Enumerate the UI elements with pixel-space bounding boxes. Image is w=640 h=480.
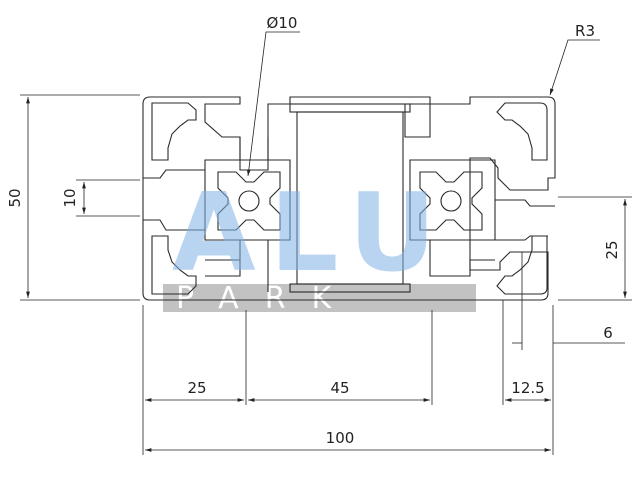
node-left bbox=[204, 159, 291, 241]
dim-overall-width: 100 bbox=[326, 429, 355, 447]
dim-bore: Ø10 bbox=[267, 14, 298, 32]
watermark-band bbox=[163, 284, 476, 312]
pocket-bottom-right bbox=[496, 235, 548, 295]
pocket-top-right bbox=[496, 102, 548, 161]
dimension-lines bbox=[20, 31, 632, 455]
slot-bottom-right bbox=[429, 240, 495, 277]
center-slot-top bbox=[289, 103, 411, 113]
pocket-top-left bbox=[151, 102, 197, 161]
dim-overall-height: 50 bbox=[6, 188, 24, 207]
dim-corner-radius: R3 bbox=[575, 22, 595, 40]
dim-slot-width: 10 bbox=[61, 188, 79, 207]
watermark-sub: PARK bbox=[176, 281, 357, 316]
dim-center-width: 45 bbox=[330, 379, 349, 397]
slot-left bbox=[143, 169, 205, 231]
slot-top-left bbox=[239, 137, 269, 160]
dim-left-pitch: 25 bbox=[187, 379, 206, 397]
pocket-bottom-left bbox=[151, 235, 197, 295]
bore-right bbox=[440, 190, 462, 212]
profile-outer-contour bbox=[142, 96, 556, 301]
dim-edge-offset: 12.5 bbox=[511, 379, 544, 397]
slot-bottom-left bbox=[205, 240, 269, 292]
watermark-brand: ALU bbox=[172, 171, 450, 296]
bore-left bbox=[238, 190, 260, 212]
center-slot-bottom bbox=[289, 283, 411, 293]
dim-right-height: 25 bbox=[603, 240, 621, 259]
dim-slot-depth: 6 bbox=[603, 324, 613, 342]
aluminum-profile bbox=[142, 96, 556, 301]
slot-right bbox=[495, 199, 555, 241]
